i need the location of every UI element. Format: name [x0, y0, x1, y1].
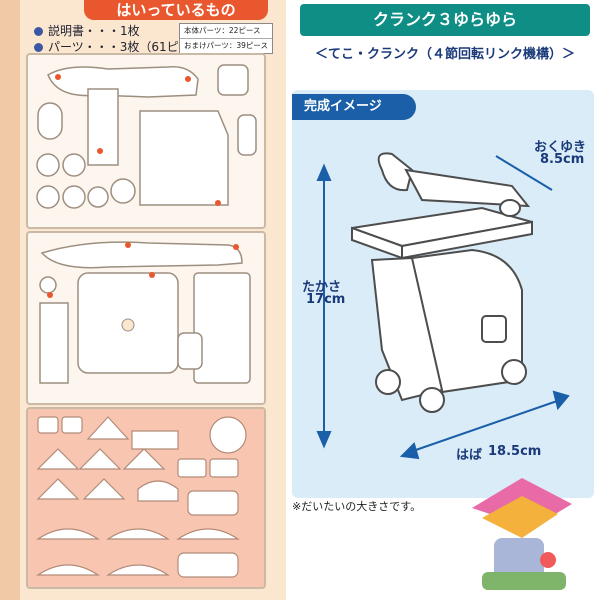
- height-label: たかさ: [302, 280, 342, 295]
- parts-sheet-2: [26, 231, 266, 405]
- parts-sheet-3-diagram: [36, 416, 247, 578]
- depth-value: 8.5cm: [540, 152, 585, 167]
- parts-sheet-2-diagram: [39, 241, 251, 384]
- parts-sheet-1: [26, 53, 266, 229]
- parts-sheet-3: [26, 407, 266, 589]
- depth-label: おくゆき: [534, 140, 587, 155]
- painted-sample-photo: [472, 478, 572, 590]
- completed-image-badge: 完成イメージ: [292, 94, 416, 120]
- parts-table-row: おまけパーツ：39ピース: [184, 41, 269, 50]
- width-value: 18.5cm: [488, 444, 542, 459]
- parts-count-table: 本体パーツ：22ピース おまけパーツ：39ピース: [179, 23, 273, 54]
- bullet-icon: [34, 43, 43, 52]
- size-note: ※だいたいの大きさです。: [292, 500, 422, 513]
- height-value: 17cm: [306, 292, 346, 307]
- left-edge-stripe: [0, 0, 20, 600]
- contents-item-label: パーツ・・・3枚（61ピース）: [48, 40, 215, 54]
- contents-item-parts: パーツ・・・3枚（61ピース）: [34, 38, 214, 55]
- contents-item-label: 説明書・・・1枚: [48, 24, 140, 38]
- parts-sheet-1-diagram: [36, 64, 257, 209]
- completed-image-panel: [292, 90, 594, 498]
- product-subtitle: ＜てこ・クランク（４節回転リンク機構）＞: [314, 47, 575, 62]
- contents-item-manual: 説明書・・・1枚: [34, 22, 140, 39]
- bullet-icon: [34, 27, 43, 36]
- product-title-banner: クランク３ゆらゆら: [300, 4, 590, 36]
- parts-table-row: 本体パーツ：22ピース: [180, 24, 272, 39]
- width-label: はば: [456, 448, 483, 463]
- contents-title: はいっているもの: [84, 0, 268, 20]
- completed-model-illustration: [316, 152, 570, 460]
